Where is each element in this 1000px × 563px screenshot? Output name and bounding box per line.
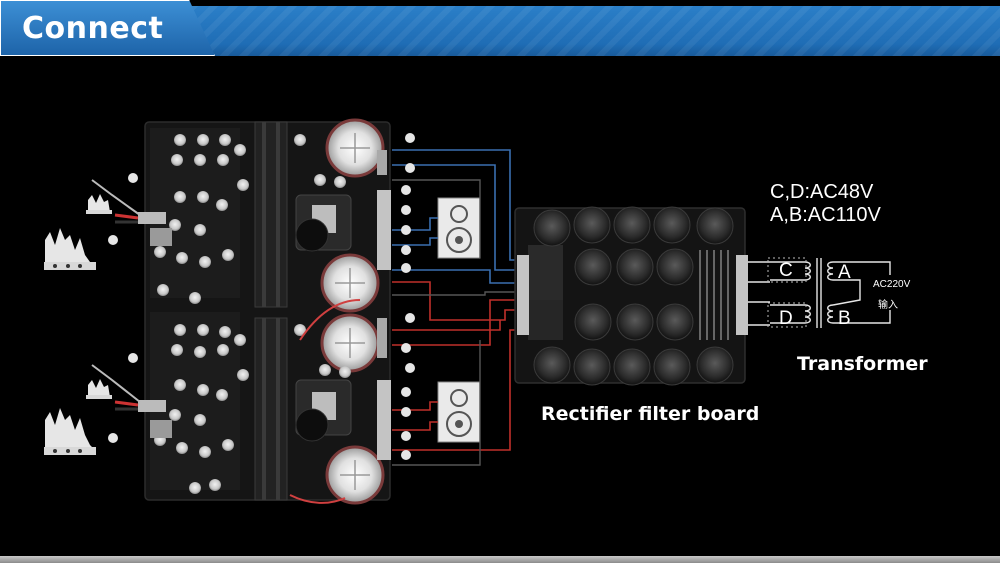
transformer-label: Transformer [797, 353, 928, 375]
header-tab [0, 0, 215, 56]
voltage-label-ab: A,B:AC110V [770, 204, 881, 226]
speaker-upper [437, 197, 481, 259]
header-stripes [190, 6, 1000, 56]
page-title: Connect [22, 11, 164, 46]
board-big-capacitors [320, 118, 385, 505]
rectifier-capacitors [533, 206, 734, 386]
transformer-schematic [748, 258, 891, 328]
header-banner: Connect [0, 0, 1000, 56]
amplifier-board [138, 118, 391, 505]
wires-black [392, 179, 520, 466]
input-waveform-upper [44, 228, 96, 270]
speaker-lower [437, 381, 481, 443]
input-waveform-upper-small [86, 194, 112, 214]
mains-voltage-label: AC220V [873, 279, 911, 290]
coil-label-b: B [838, 308, 851, 329]
rectifier-heatsink [699, 250, 729, 340]
rectifier-input-terminals [517, 255, 748, 335]
coil-label-d: D [779, 308, 793, 329]
terminal-markers [108, 133, 415, 460]
mains-input-label: 输入 [878, 300, 898, 311]
bottom-bar [0, 556, 1000, 563]
input-waveform-lower [44, 408, 96, 455]
board-input-connectors [138, 212, 172, 438]
board-speaker-terminals [377, 150, 391, 460]
coil-label-a: A [838, 262, 851, 283]
rectifier-label: Rectifier filter board [541, 403, 760, 425]
voltage-label-cd: C,D:AC48V [770, 181, 874, 203]
input-waveform-lower-small [86, 379, 112, 399]
transformer-dashed-box [767, 257, 807, 328]
heatsink-upper [254, 121, 288, 308]
rectifier-board [514, 206, 748, 386]
heatsink-lower [254, 317, 288, 501]
coil-label-c: C [779, 260, 793, 281]
